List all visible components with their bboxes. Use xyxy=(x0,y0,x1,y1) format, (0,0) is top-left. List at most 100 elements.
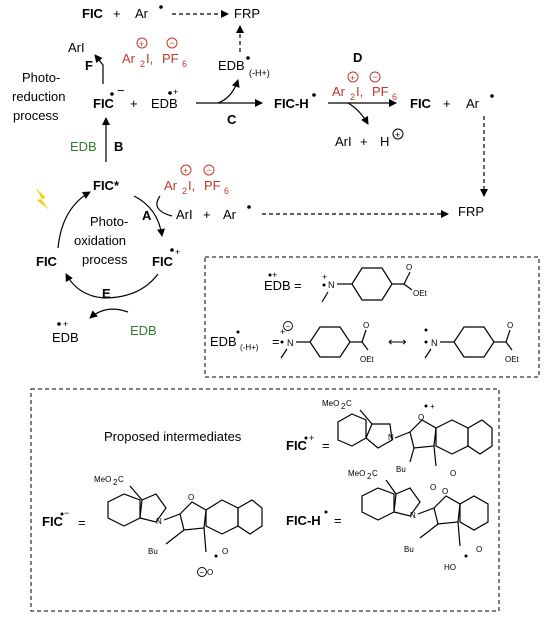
svg-text:−: − xyxy=(170,38,175,48)
step-b: B xyxy=(114,139,123,154)
svg-text:+: + xyxy=(272,270,277,280)
photooxidation-1: Photo- xyxy=(90,214,128,229)
arc-light xyxy=(57,191,91,249)
light-icon xyxy=(36,188,49,210)
step-a: A xyxy=(142,208,152,223)
fic-left: FIC xyxy=(36,254,58,269)
svg-text:N: N xyxy=(431,338,438,348)
svg-text:I,: I, xyxy=(188,178,195,193)
svg-text:O: O xyxy=(442,487,448,496)
svg-text:MeO: MeO xyxy=(348,469,365,478)
edb-b: EDB xyxy=(70,139,97,154)
arc-e xyxy=(65,273,159,299)
svg-text:C: C xyxy=(372,469,378,478)
svg-text:HO: HO xyxy=(444,563,456,572)
svg-text:+: + xyxy=(430,402,435,411)
svg-text:Bu: Bu xyxy=(148,547,158,556)
ari-d: ArI xyxy=(335,134,352,149)
svg-text:+: + xyxy=(443,96,451,111)
svg-text:Ar: Ar xyxy=(332,84,346,99)
svg-text:+: + xyxy=(63,319,68,329)
svg-text:O: O xyxy=(430,483,436,492)
svg-text:6: 6 xyxy=(182,59,187,69)
svg-text:C: C xyxy=(118,475,124,484)
svg-text:=: = xyxy=(78,515,86,530)
edb-legend-label: EDB xyxy=(264,278,291,293)
edb-e: EDB xyxy=(130,323,157,338)
fic-radical-anion: FIC xyxy=(93,96,115,111)
svg-text:2: 2 xyxy=(350,92,355,102)
ar2i-pf6-group-a: + − Ar 2 I, PF 6 xyxy=(164,164,229,196)
svg-text:+: + xyxy=(280,327,285,337)
edb-legend-box xyxy=(204,256,540,378)
svg-text:N: N xyxy=(287,338,294,348)
svg-text:−: − xyxy=(64,508,69,518)
intermediates-title: Proposed intermediates xyxy=(104,429,242,444)
svg-text:2: 2 xyxy=(367,472,372,481)
fic-star: FIC* xyxy=(93,178,120,193)
step-c: C xyxy=(227,112,237,127)
svg-text:2: 2 xyxy=(140,59,145,69)
svg-text:Bu: Bu xyxy=(404,545,414,554)
ar-a: Ar xyxy=(223,207,237,222)
svg-text:2: 2 xyxy=(113,478,118,487)
svg-text:2: 2 xyxy=(182,186,187,196)
svg-text:+: + xyxy=(139,39,144,49)
svg-text:=: = xyxy=(334,513,342,528)
fic-radical-cation-label: FIC xyxy=(286,438,308,453)
frp-top: FRP xyxy=(234,6,260,21)
ar2i-pf6-group-top: + − Ar 2 I, PF 6 xyxy=(122,37,187,69)
svg-text:I,: I, xyxy=(356,84,363,99)
radical-dot xyxy=(159,5,163,9)
arrow-f xyxy=(94,54,104,84)
svg-text:O: O xyxy=(188,493,194,502)
svg-text:+: + xyxy=(360,134,368,149)
photooxidation-2: oxidation xyxy=(74,233,126,248)
svg-text:+: + xyxy=(322,272,327,282)
svg-text:=: = xyxy=(294,278,302,293)
intermediates-box xyxy=(30,388,500,612)
svg-text:PF: PF xyxy=(372,84,389,99)
fic-radical-anion-label: FIC xyxy=(42,514,64,529)
fic-radical-anion-structure: MeO 2 C N O Bu − O O xyxy=(94,475,263,577)
ar2i-pf6-group-d: + − Ar 2 I, PF 6 xyxy=(332,71,397,102)
ari-a: ArI xyxy=(176,207,193,222)
svg-text:+: + xyxy=(350,73,355,83)
svg-text:+: + xyxy=(395,130,400,140)
svg-text:PF: PF xyxy=(162,51,179,66)
plus-top: + xyxy=(113,6,121,21)
fic-radical-cation-cycle: FIC xyxy=(152,254,174,269)
svg-text:+: + xyxy=(203,207,211,222)
svg-text:O: O xyxy=(418,413,424,422)
edb-h-mid: EDB xyxy=(218,58,245,73)
svg-text:O: O xyxy=(363,321,369,330)
frp-right: FRP xyxy=(458,204,484,219)
svg-text:OEt: OEt xyxy=(360,355,375,364)
svg-text:I,: I, xyxy=(146,51,153,66)
svg-text:MeO: MeO xyxy=(322,399,339,408)
svg-text:2: 2 xyxy=(341,402,346,411)
svg-text:+: + xyxy=(309,433,314,443)
photoreduction-1: Photo- xyxy=(22,70,60,85)
svg-text:O: O xyxy=(507,321,513,330)
svg-text:6: 6 xyxy=(392,92,397,102)
svg-text:−: − xyxy=(200,568,205,577)
step-d: D xyxy=(353,50,362,65)
edb-radical-cation: EDB xyxy=(151,96,178,111)
ar-top: Ar xyxy=(135,6,149,21)
fic-top: FIC xyxy=(82,6,104,21)
svg-text:6: 6 xyxy=(224,186,229,196)
svg-text:N: N xyxy=(156,517,162,526)
svg-text:MeO: MeO xyxy=(94,475,111,484)
svg-text:=: = xyxy=(322,438,330,453)
photoreduction-3: process xyxy=(13,108,59,123)
svg-text:O: O xyxy=(476,545,482,554)
svg-text:Ar: Ar xyxy=(122,51,136,66)
svg-text:Ar: Ar xyxy=(164,178,178,193)
svg-text:+: + xyxy=(173,87,178,97)
fic-h-mid: FIC-H xyxy=(274,96,309,111)
svg-text:O: O xyxy=(207,568,213,577)
fic-radical-cation-structure: MeO 2 C N O + Bu O O xyxy=(322,399,493,492)
edb-cation-structure: + N O OEt xyxy=(321,263,428,303)
edb-radical-cation-e: EDB xyxy=(52,330,79,345)
